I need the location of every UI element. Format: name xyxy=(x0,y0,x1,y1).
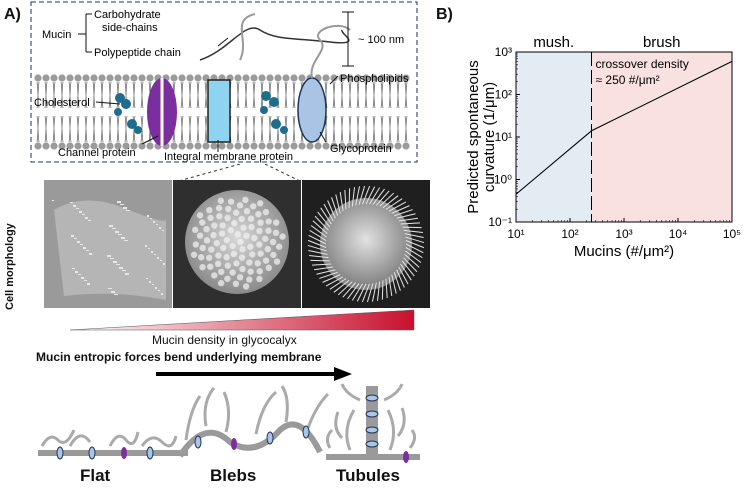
glycoprotein-shape xyxy=(297,77,327,143)
y-tick-label: 10⁻¹ xyxy=(488,215,512,229)
series-line-1 xyxy=(591,60,733,132)
region-brush-label: brush xyxy=(643,34,681,51)
x-tick-label: 10² xyxy=(561,227,578,241)
cholesterol-molecule xyxy=(114,91,288,134)
region-mushroom xyxy=(516,52,592,222)
integral-protein-label: Integral membrane protein xyxy=(164,151,293,163)
micrograph-connectors xyxy=(174,164,303,183)
crossover-annotation-line1: crossover density xyxy=(595,57,688,71)
arrow-caption: Mucin entropic forces bend underlying me… xyxy=(36,350,322,364)
x-axis-label: Mucins (#/μm²) xyxy=(574,243,674,260)
membrane-schematic: Mucin Carbohydrate side-chains Polypepti… xyxy=(30,1,418,163)
integral-protein-shape xyxy=(207,79,231,143)
tubules-membrane-cartoon xyxy=(325,383,420,463)
mucin-label: Mucin xyxy=(42,29,71,41)
mucin-density-gradient xyxy=(70,309,415,331)
leader-lines xyxy=(78,13,339,152)
series-group xyxy=(515,60,733,195)
schematic-dashed-frame xyxy=(30,1,418,163)
curvature-chart: mush. brush 10¹ 10² 10³ 10⁴ 10⁵ 10⁻¹ 10⁰ 10¹ 10²… xyxy=(465,34,741,260)
region-brush xyxy=(591,52,732,222)
glycoprotein-label: Glycoprotein xyxy=(330,143,392,155)
phospholipid-bilayer xyxy=(34,74,410,150)
x-tick-label: 10⁴ xyxy=(669,227,688,241)
scale-label: ~ 100 nm xyxy=(358,34,404,46)
cholesterol-label: Cholesterol xyxy=(34,97,90,109)
cell-morphology-label: Cell morphology xyxy=(4,223,16,310)
scale-bracket xyxy=(342,11,354,67)
shape-label-blebs: Blebs xyxy=(210,466,257,485)
x-tick-label: 10⁵ xyxy=(723,227,741,241)
y-axis-label-line1: Predicted spontaneous xyxy=(465,60,482,213)
glycoprotein-chain xyxy=(310,24,351,79)
channel-protein-label: Channel protein xyxy=(58,147,136,159)
polypeptide-label: Polypeptide chain xyxy=(94,47,181,59)
carbohydrate-chain xyxy=(239,13,256,61)
gradient-label: Mucin density in glycocalyx xyxy=(152,333,297,347)
axis-ticks: 10¹ 10² 10³ 10⁴ 10⁵ 10⁻¹ 10⁰ 10¹ 10² 10³ xyxy=(488,45,741,241)
x-tick-label: 10³ xyxy=(615,227,632,241)
side-chains-label: side-chains xyxy=(102,22,158,34)
shape-label-tubules: Tubules xyxy=(336,466,400,485)
x-tick-label: 10¹ xyxy=(507,227,524,241)
shape-label-flat: Flat xyxy=(80,466,111,485)
membrane-shape-cartoons xyxy=(38,383,420,463)
flat-membrane-cartoon xyxy=(38,429,188,460)
y-tick-label: 10¹ xyxy=(495,130,512,144)
sem-micrograph-strip xyxy=(44,180,430,308)
y-axis-label-line2: curvature (1/μm) xyxy=(481,82,498,192)
mucin-polypeptide-chain xyxy=(199,27,350,61)
blebs-membrane-cartoon xyxy=(177,385,330,458)
region-mushroom-label: mush. xyxy=(533,34,574,51)
panel-b-letter: B) xyxy=(436,6,453,23)
crossover-annotation-line2: ≈ 250 #/μm² xyxy=(595,73,659,87)
progression-arrow xyxy=(156,367,352,381)
y-tick-label: 10⁰ xyxy=(494,173,512,187)
y-tick-label: 10² xyxy=(495,88,512,102)
channel-protein-shape xyxy=(147,78,177,146)
carbohydrate-label: Carbohydrate xyxy=(94,9,161,21)
y-tick-label: 10³ xyxy=(495,45,512,59)
panel-a-letter: A) xyxy=(4,6,21,23)
phospholipids-label: Phospholipids xyxy=(340,73,409,85)
series-line-0 xyxy=(515,130,592,195)
